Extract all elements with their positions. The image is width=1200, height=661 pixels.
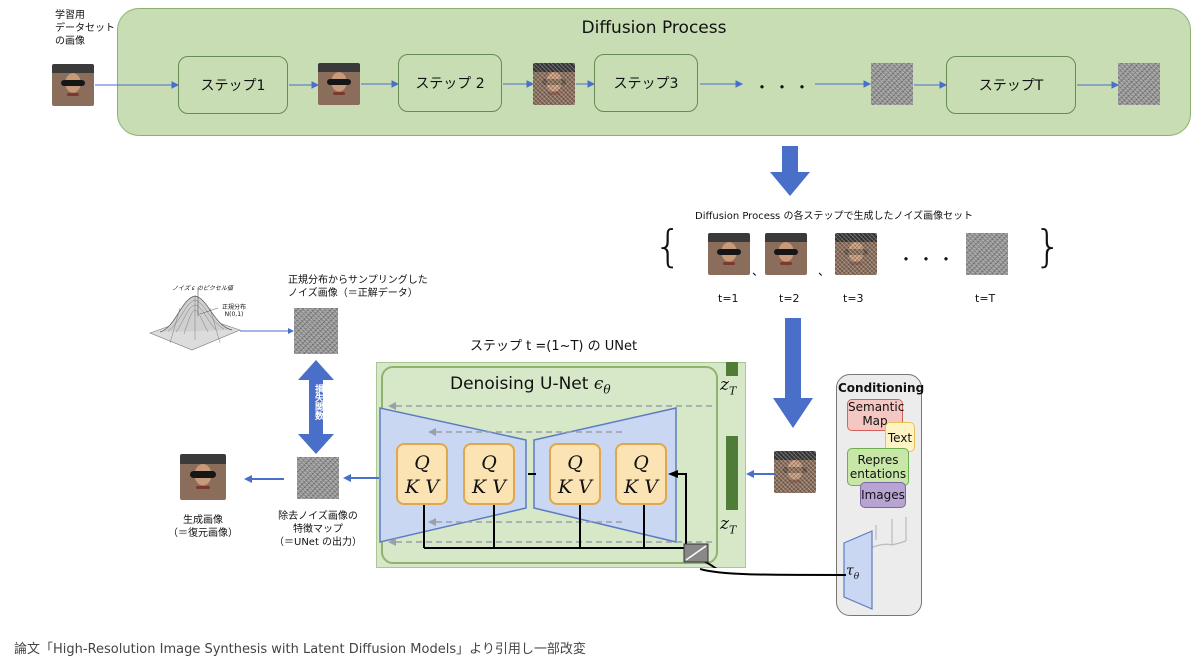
noise-set-comma-2: 、: [818, 264, 831, 278]
conditioning-title: Conditioning: [838, 381, 925, 395]
loss-label: 損失関数: [313, 384, 323, 420]
gauss-label-top: ノイズ ε のピクセル値: [172, 285, 233, 292]
loss-double-arrow: [298, 360, 334, 454]
diffusion-ellipsis: ・・・: [754, 78, 815, 97]
step-t-output-image: [1118, 63, 1160, 105]
images-box: Images: [860, 482, 906, 508]
conditioning-encoder: [843, 517, 907, 610]
tau-theta-label: τθ: [846, 563, 860, 582]
denoised-label: 除去ノイズ画像の 特徴マップ （＝UNet の出力）: [274, 511, 363, 548]
step1-output-image: [318, 63, 360, 105]
z-t-bottom-label: zT: [720, 514, 737, 537]
noise-set-label-t3: t=3: [843, 292, 864, 305]
noise-set-brace-right: }: [1034, 221, 1062, 272]
diffusion-process-title: Diffusion Process: [581, 18, 727, 38]
down-arrow-set-to-unet: [773, 318, 813, 428]
gaussian-surface-plot: [149, 288, 241, 351]
conditioning-to-unet-line: [700, 568, 847, 576]
noise-set-ellipsis: ・・・: [898, 250, 959, 269]
gauss-to-noise-arrow: [240, 328, 294, 334]
representations-box: Repres entations: [847, 448, 909, 486]
noise-set-brace-left: {: [654, 221, 682, 272]
gauss-label-dist: 正規分布 N(0,1): [222, 304, 247, 318]
dataset-label: 学習用 データセット の画像: [55, 10, 115, 47]
noise-set-image-1: [708, 233, 750, 275]
unet-input-arrow: [746, 470, 776, 478]
step-box-t: ステップT: [946, 56, 1076, 114]
figure-caption: 論文「High-Resolution Image Synthesis with …: [14, 642, 586, 657]
generated-image: [180, 454, 226, 500]
step-box-2: ステップ 2: [398, 54, 502, 112]
noise-set-label-t2: t=2: [779, 292, 800, 305]
noise-set-label-tT: t=T: [975, 292, 996, 305]
unet-output-arrow: [343, 474, 379, 482]
unet-title: Denoising U-Net ϵθ: [450, 374, 611, 397]
dataset-image: [52, 64, 94, 106]
gt-noise-label: 正規分布からサンプリングした ノイズ画像（＝正解データ）: [288, 275, 428, 299]
denoised-to-generated-arrow: [244, 475, 284, 483]
semantic-map-box: Semantic Map: [847, 399, 904, 431]
noise-set-label-t1: t=1: [718, 292, 739, 305]
diffusion-flow-arrows: [95, 80, 1120, 89]
z-t-top-label: zT: [720, 375, 737, 398]
step2-output-image: [533, 63, 575, 105]
unet-input-image: [774, 451, 816, 493]
unet-architecture: [379, 362, 738, 568]
noise-set-image-t: [966, 233, 1008, 275]
noise-set-comma-1: 、: [752, 264, 765, 278]
down-arrow-diffusion-to-set: [770, 146, 810, 196]
gt-noise-image: [294, 308, 338, 354]
noise-set-title: Diffusion Process の各ステップで生成したノイズ画像セット: [695, 211, 974, 222]
noise-set-image-3: [835, 233, 877, 275]
noise-set-image-2: [765, 233, 807, 275]
generated-label: 生成画像 （＝復元画像）: [168, 515, 238, 539]
step-t-minus-image: [871, 63, 913, 105]
step-box-1: ステップ1: [178, 56, 288, 114]
unet-step-label: ステップ t =(1~T) の UNet: [470, 339, 638, 354]
step-box-3: ステップ3: [594, 54, 698, 112]
denoised-feature-image: [297, 457, 339, 499]
